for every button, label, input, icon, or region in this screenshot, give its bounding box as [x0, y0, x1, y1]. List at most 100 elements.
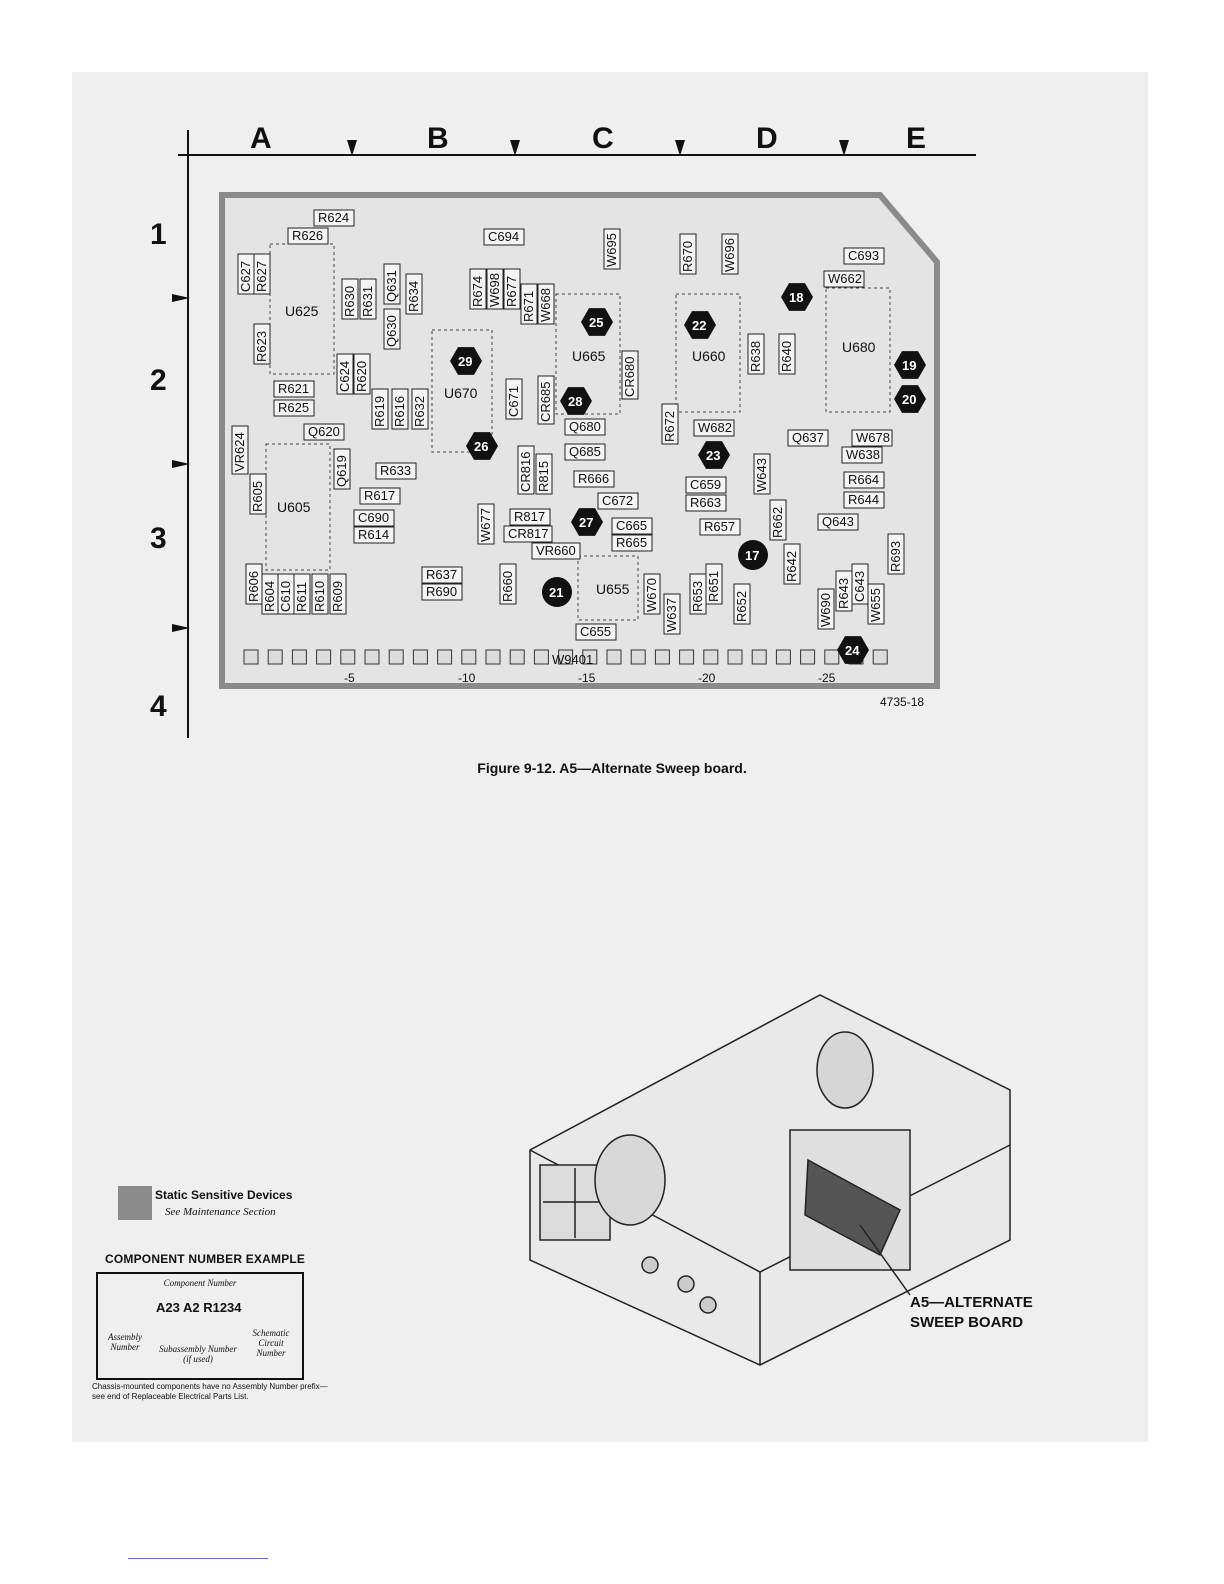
component-label: R633: [380, 463, 411, 478]
component-label: W655: [868, 588, 883, 622]
component-label: R663: [690, 495, 721, 510]
test-point-label: 21: [549, 585, 563, 600]
component-label: C671: [506, 386, 521, 417]
component-c665: C665: [611, 517, 653, 535]
component-label: R634: [406, 281, 421, 312]
component-r606: R606: [245, 563, 263, 605]
component-r651: R651: [705, 563, 723, 605]
component-q643: Q643: [817, 513, 859, 531]
a5-locator-label: A5—ALTERNATE SWEEP BOARD: [910, 1294, 1033, 1331]
ic-u670-label: U670: [444, 385, 478, 401]
component-c672: C672: [597, 492, 639, 510]
component-label: C627: [238, 261, 253, 292]
component-label: Q619: [334, 455, 349, 487]
component-r611: R611: [293, 573, 311, 615]
component-r617: R617: [359, 487, 401, 505]
component-label: CR817: [508, 526, 548, 541]
component-q630: Q630: [383, 308, 401, 350]
component-label: R652: [734, 591, 749, 622]
test-point-29: 29: [450, 347, 482, 375]
component-number-example-box: Component Number A23 A2 R1234 Assembly N…: [96, 1272, 304, 1380]
component-label: CR816: [518, 452, 533, 492]
component-label: W670: [644, 578, 659, 612]
component-label: C659: [690, 477, 721, 492]
crt-face: [594, 1134, 666, 1226]
component-r626: R626: [287, 227, 329, 245]
component-label: C672: [602, 493, 633, 508]
component-label: Q680: [569, 419, 601, 434]
component-label: R642: [784, 551, 799, 582]
component-label: R660: [500, 571, 515, 602]
component-label: R653: [690, 581, 705, 612]
ic-u670: U670: [431, 329, 493, 453]
test-point-27: 27: [571, 508, 603, 536]
component-r637: R637: [421, 566, 463, 584]
component-c627: C627: [237, 253, 255, 295]
component-label: W698: [487, 273, 502, 307]
component-vr660: VR660: [531, 542, 581, 560]
row-label-2: 2: [150, 364, 167, 397]
cne-code: A23 A2 R1234: [156, 1300, 242, 1315]
component-r610: R610: [311, 573, 329, 615]
component-label: R817: [514, 509, 545, 524]
component-label: R693: [888, 541, 903, 572]
test-point-18: 18: [781, 283, 813, 311]
test-point-26: 26: [466, 432, 498, 460]
connector-pad: [582, 649, 598, 665]
component-label: Q685: [569, 444, 601, 459]
component-label: R671: [521, 291, 536, 322]
component-label: R623: [254, 331, 269, 362]
test-point-label: 18: [789, 290, 803, 305]
component-label: C690: [358, 510, 389, 525]
test-point-label: 24: [845, 643, 860, 658]
component-label: W677: [478, 508, 493, 542]
component-w696: W696: [721, 233, 739, 275]
cne-assembly-number: Assembly Number: [108, 1332, 142, 1352]
ic-u680-label: U680: [842, 339, 876, 355]
component-r693: R693: [887, 533, 905, 575]
component-q620: Q620: [303, 423, 345, 441]
component-label: Q630: [384, 315, 399, 347]
pin-ruler-mark: -25: [818, 671, 836, 685]
component-label: W678: [856, 430, 890, 445]
component-label: R815: [536, 461, 551, 492]
front-knob-1: [641, 1256, 659, 1274]
component-label: C694: [488, 229, 519, 244]
component-r623: R623: [253, 323, 271, 365]
component-label: R620: [354, 361, 369, 392]
chassis-note: Chassis-mounted components have no Assem…: [92, 1382, 328, 1401]
component-r627: R627: [253, 253, 271, 295]
component-q680: Q680: [564, 418, 606, 436]
component-label: W643: [754, 458, 769, 492]
a5-board-highlight: [804, 1158, 901, 1257]
component-label: R666: [578, 471, 609, 486]
component-w655: W655: [867, 583, 885, 625]
component-w668: W668: [537, 283, 555, 325]
test-point-label: 22: [692, 318, 706, 333]
component-label: W637: [664, 598, 679, 632]
component-label: C665: [616, 518, 647, 533]
component-label: C655: [580, 624, 611, 639]
component-label: Q637: [792, 430, 824, 445]
test-point-25: 25: [581, 308, 613, 336]
component-c693: C693: [843, 247, 885, 265]
test-point-19: 19: [894, 351, 926, 379]
instrument-locator-illustration: [529, 994, 1011, 1366]
component-label: R626: [292, 228, 323, 243]
component-r665: R665: [611, 534, 653, 552]
component-vr624: VR624: [231, 425, 249, 475]
connector-pad: [243, 649, 259, 665]
component-label: W668: [538, 288, 553, 322]
component-label: R611: [294, 582, 309, 612]
component-cr816: CR816: [517, 445, 535, 495]
component-label: R651: [706, 571, 721, 602]
pin-ruler-mark: -5: [344, 671, 355, 685]
test-point-label: 20: [902, 392, 916, 407]
component-cr680: CR680: [621, 350, 639, 400]
component-w698: W698: [486, 268, 504, 310]
component-label: Q631: [384, 270, 399, 302]
component-label: R665: [616, 535, 647, 550]
column-label-b: B: [427, 122, 449, 155]
component-w643: W643: [753, 453, 771, 495]
component-w637: W637: [663, 593, 681, 635]
